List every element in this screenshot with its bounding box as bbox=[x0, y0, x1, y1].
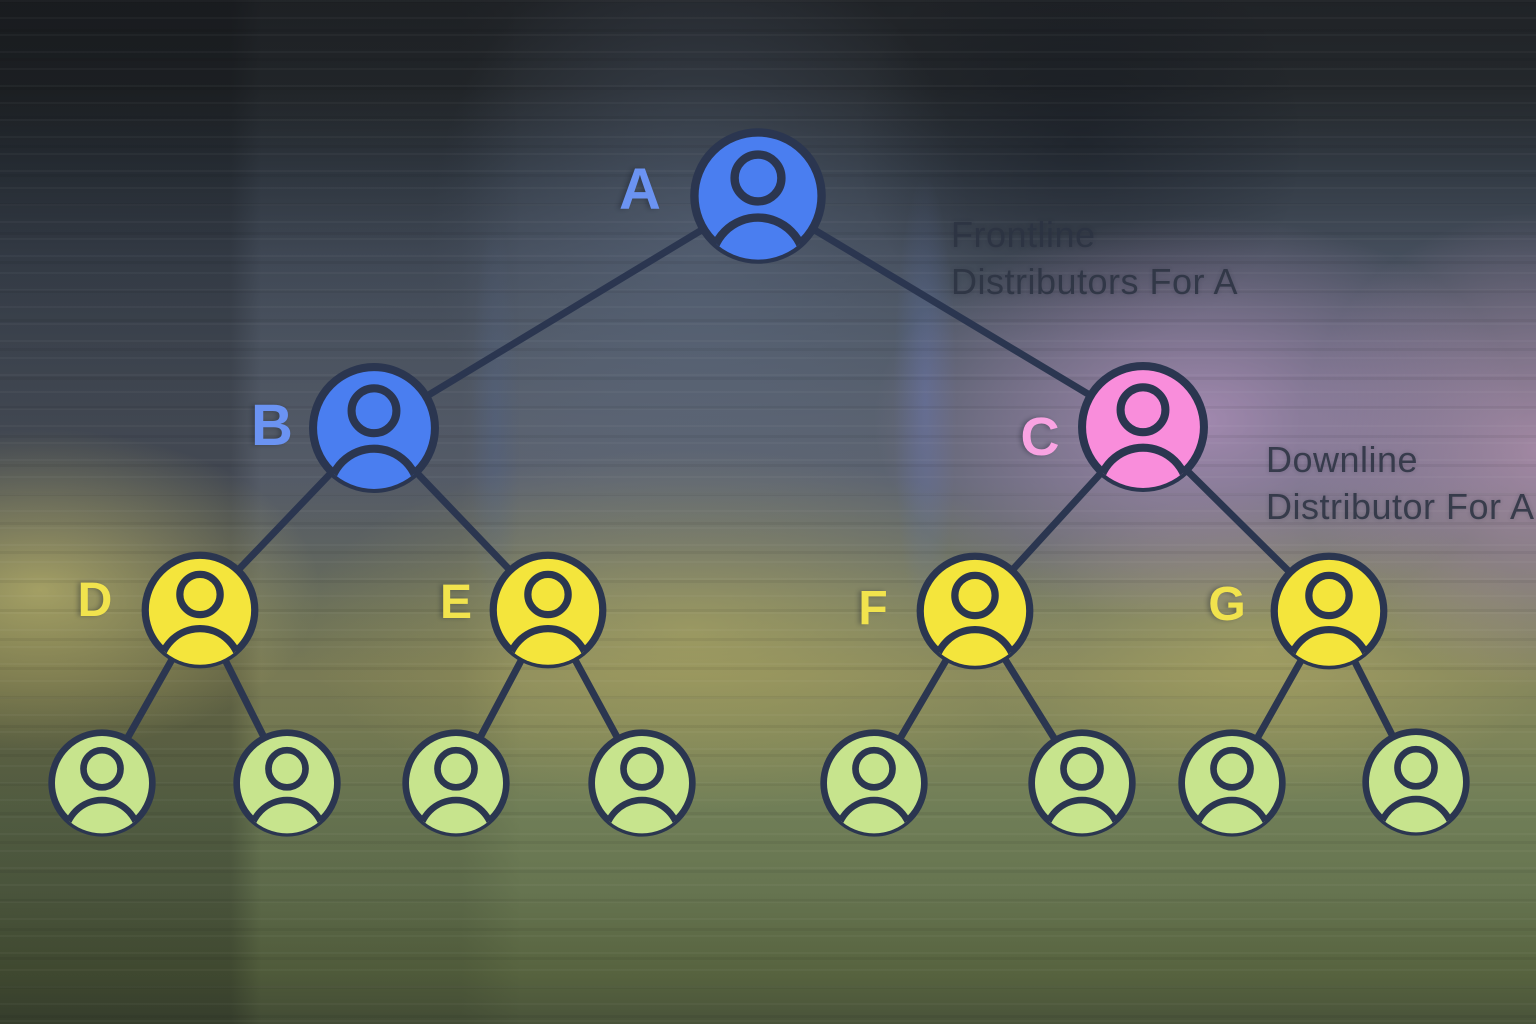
leaf-4-person-icon bbox=[592, 733, 693, 875]
leaf-5-person-icon bbox=[824, 733, 925, 875]
frontline-annotation-line2: Distributors For A bbox=[951, 261, 1239, 302]
leaf-2-person-icon bbox=[237, 733, 338, 875]
edge-a-b bbox=[370, 192, 762, 432]
node-g-label: G bbox=[1208, 578, 1246, 631]
node-c-person-icon bbox=[1082, 366, 1204, 537]
leaf-1-person-icon bbox=[52, 733, 153, 875]
downline-annotation-line2: Distributor For A bbox=[1266, 486, 1535, 527]
node-f-person-icon bbox=[920, 556, 1030, 710]
node-e-label: E bbox=[439, 576, 473, 629]
leaf-7-person-icon bbox=[1182, 733, 1283, 875]
frontline-annotation-line1: Frontline bbox=[951, 214, 1096, 255]
node-b-label: B bbox=[251, 393, 293, 458]
downline-annotation-line1: Downline bbox=[1266, 439, 1419, 480]
node-c-label: C bbox=[1020, 407, 1060, 467]
leaf-3-person-icon bbox=[406, 733, 507, 875]
node-d-label: D bbox=[77, 574, 113, 627]
downline-annotation: Downline Distributor For A bbox=[1266, 436, 1535, 530]
edge-a-c bbox=[754, 192, 1147, 431]
node-a-label: A bbox=[619, 157, 661, 222]
node-b-person-icon bbox=[313, 367, 435, 538]
frontline-annotation: Frontline Distributors For A bbox=[951, 211, 1238, 305]
leaf-8-person-icon bbox=[1366, 732, 1467, 874]
node-a-person-icon bbox=[694, 132, 821, 311]
leaf-6-person-icon bbox=[1032, 733, 1133, 875]
node-f-label: F bbox=[858, 582, 888, 635]
